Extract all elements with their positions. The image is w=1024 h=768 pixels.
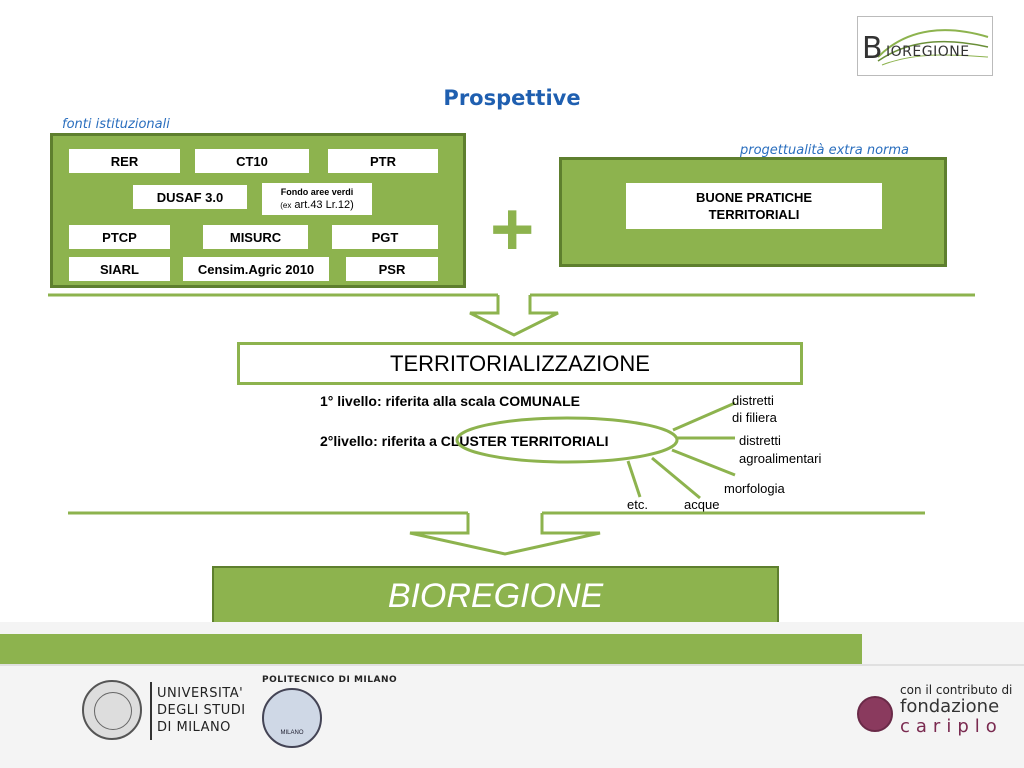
label-distretti-agro-2: agroalimentari xyxy=(739,451,822,466)
label-etc: etc. xyxy=(627,497,648,512)
polimi-seal-icon: MILANO xyxy=(262,688,322,748)
fondo-line1: Fondo aree verdi xyxy=(280,187,354,197)
logo-initial: B xyxy=(862,31,883,66)
page-title: Prospettive xyxy=(443,86,581,110)
territorializzazione-box: TERRITORIALIZZAZIONE xyxy=(237,342,803,385)
fonti-istituzionali-label: fonti istituzionali xyxy=(62,117,170,132)
label-morfologia: morfologia xyxy=(724,481,785,496)
bioregione-box: BIOREGIONE xyxy=(212,566,779,626)
buone-pratiche-line2: TERRITORIALI xyxy=(708,207,800,222)
cariplo-text-1: fondazione xyxy=(900,696,1000,717)
box-ptr: PTR xyxy=(328,149,438,173)
box-ct10: CT10 xyxy=(195,149,309,173)
label-acque: acque xyxy=(684,497,720,512)
logo-text: IOREGIONE xyxy=(886,44,970,60)
cariplo-pre-text: con il contributo di xyxy=(900,683,1013,697)
box-psr: PSR xyxy=(346,257,438,281)
buone-pratiche-line1: BUONE PRATICHE xyxy=(695,190,813,205)
unimi-seal-icon xyxy=(82,680,142,740)
cariplo-text-2: cariplo xyxy=(900,716,1003,737)
box-pgt: PGT xyxy=(332,225,438,249)
box-fondo-aree-verdi: Fondo aree verdi (ex art.43 Lr.12) xyxy=(262,183,372,215)
unimi-logo-text: UNIVERSITA' DEGLI STUDI DI MILANO xyxy=(157,686,246,735)
box-ptcp: PTCP xyxy=(69,225,170,249)
unimi-divider xyxy=(150,682,152,740)
box-dusaf: DUSAF 3.0 xyxy=(133,185,247,209)
cariplo-seal-icon xyxy=(857,696,893,732)
label-distretti-filiera-2: di filiera xyxy=(732,410,777,425)
progettualita-label: progettualità extra norma xyxy=(740,143,910,158)
level-2-text: 2°livello: riferita a CLUSTER TERRITORIA… xyxy=(320,433,609,449)
plus-sign: + xyxy=(490,187,535,272)
footer-green-band xyxy=(0,634,862,664)
polimi-logo-text: POLITECNICO DI MILANO xyxy=(262,675,398,685)
box-rer: RER xyxy=(69,149,180,173)
box-misurc: MISURC xyxy=(203,225,308,249)
bioregione-logo: B IOREGIONE xyxy=(857,16,993,76)
level-1-text: 1° livello: riferita alla scala COMUNALE xyxy=(320,393,581,409)
label-distretti-agro-1: distretti xyxy=(739,433,781,448)
leaf-icon xyxy=(877,29,989,66)
box-siarl: SIARL xyxy=(69,257,170,281)
down-arrow-2 xyxy=(68,511,925,556)
cluster-diagram xyxy=(455,401,736,500)
box-buone-pratiche: BUONE PRATICHE TERRITORIALI xyxy=(626,183,882,229)
footer-divider xyxy=(0,664,1024,666)
box-censim: Censim.Agric 2010 xyxy=(183,257,329,281)
down-arrow-1 xyxy=(48,293,975,337)
label-distretti-filiera-1: distretti xyxy=(732,393,774,408)
fondo-line2: (ex art.43 Lr.12) xyxy=(280,199,354,211)
